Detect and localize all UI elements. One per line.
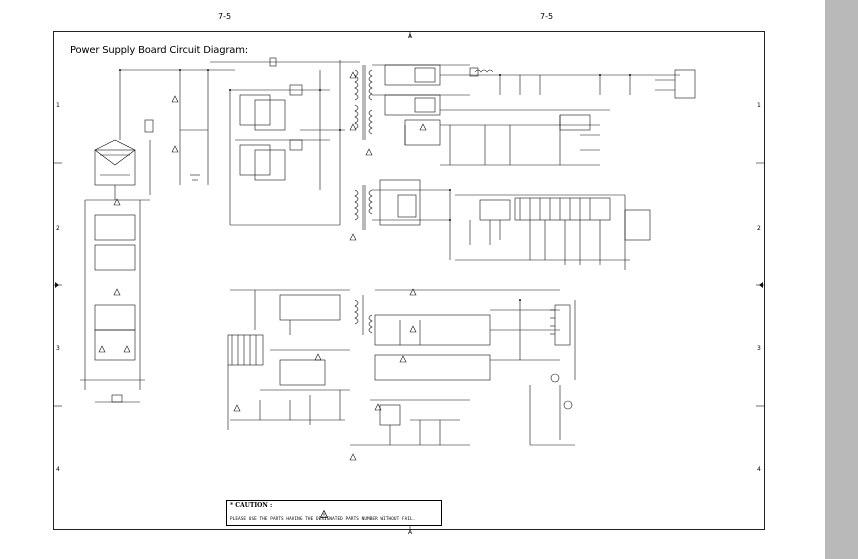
page-number-left: 7-5 (218, 12, 232, 21)
page-edge-strip (825, 0, 858, 559)
schematic-frame (53, 31, 765, 530)
row-label-right-1: 1 (757, 102, 761, 109)
pfc-section (227, 289, 350, 430)
warning-triangles (98, 71, 427, 461)
secondary-output-section (372, 64, 696, 166)
warning-icon (319, 503, 329, 522)
standby-section (372, 179, 651, 270)
caution-text: PLEASE USE THE PARTS HAVING THE DESIGNAT… (230, 517, 416, 522)
transformer-section (354, 65, 373, 335)
caution-box: * CAUTION : PLEASE USE THE PARTS HAVING … (226, 500, 442, 526)
ac-input-section (80, 69, 235, 403)
row-label-right-3: 3 (757, 345, 761, 352)
row-label-left-3: 3 (56, 345, 60, 352)
page-number-right: 7-5 (540, 12, 554, 21)
diagram-title: Power Supply Board Circuit Diagram: (70, 45, 248, 56)
zone-label-bottom: A (408, 529, 413, 536)
row-label-left-4: 4 (56, 466, 60, 473)
row-label-right-2: 2 (757, 225, 761, 232)
row-label-right-4: 4 (757, 466, 761, 473)
row-label-left-2: 2 (56, 225, 60, 232)
caution-title: * CAUTION : (230, 502, 273, 509)
row-label-left-1: 1 (56, 102, 60, 109)
primary-section (210, 57, 360, 226)
llc-output-section (350, 289, 576, 446)
